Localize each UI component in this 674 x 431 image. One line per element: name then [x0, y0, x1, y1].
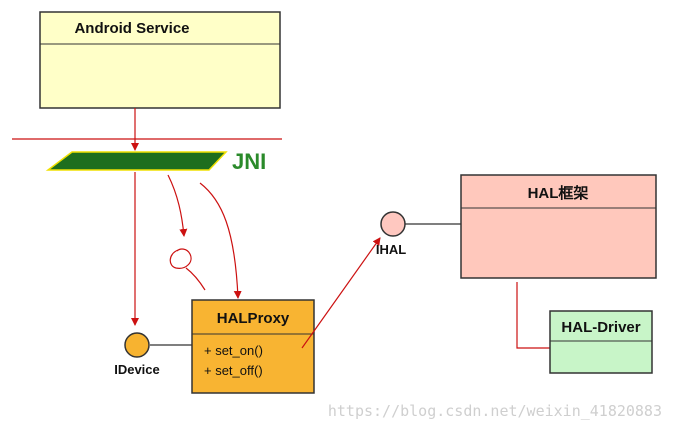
handwritten-arrow — [167, 174, 188, 237]
proxy-to-ihal-arrow — [301, 237, 381, 349]
android-service-box: Android Service — [39, 11, 281, 109]
ihal-label: IHAL — [376, 242, 406, 257]
jni-label: JNI — [232, 149, 266, 174]
hal-driver-box: HAL-Driver — [549, 310, 653, 374]
ihal-lollipop-icon — [380, 211, 406, 237]
jni-layer — [45, 151, 228, 171]
handwritten-stroke — [185, 267, 206, 291]
watermark-text: https://blog.csdn.net/weixin_41820883 — [328, 402, 662, 420]
halproxy-title: HALProxy — [217, 310, 290, 327]
idevice-label: IDevice — [114, 362, 160, 377]
hal-framework-box: HAL框架 — [460, 174, 657, 279]
hal-framework-title: HAL框架 — [528, 184, 589, 202]
halproxy-box: HALProxy + set_on() + set_off() — [191, 299, 315, 394]
idevice-lollipop-icon — [124, 332, 150, 358]
hal-driver-title: HAL-Driver — [561, 319, 640, 336]
halproxy-op-set-on: + set_on() — [204, 343, 263, 358]
halproxy-op-set-off: + set_off() — [204, 363, 263, 378]
android-service-title: Android Service — [74, 20, 189, 37]
handwritten-loop — [169, 248, 192, 269]
handwritten-arrow-to-proxy — [199, 182, 242, 299]
